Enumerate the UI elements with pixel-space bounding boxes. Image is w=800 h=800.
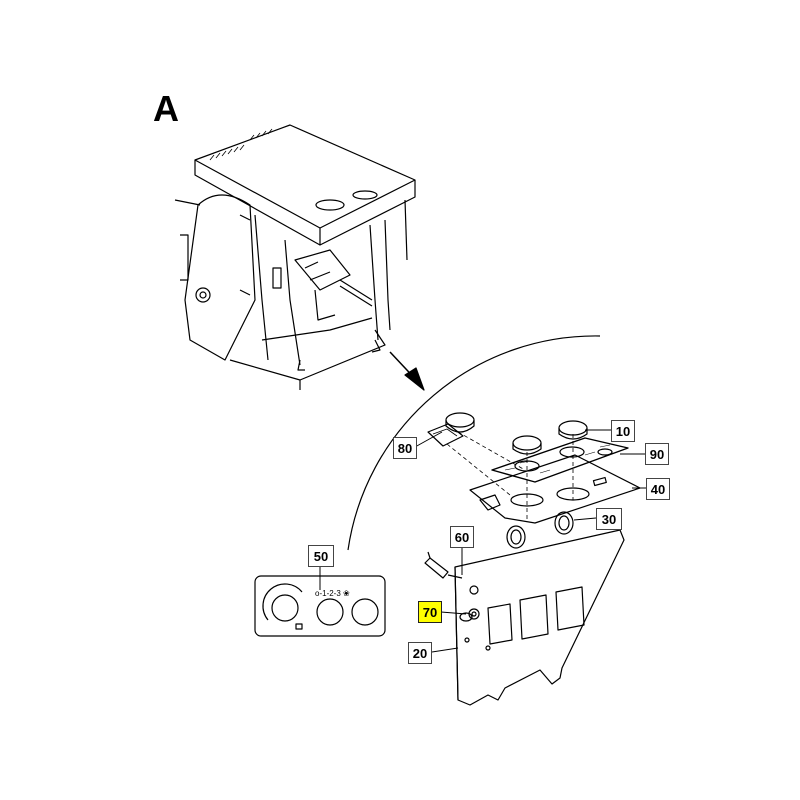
callout-50[interactable]: 50	[308, 545, 334, 567]
callout-80[interactable]: 80	[393, 437, 417, 459]
callout-70[interactable]: 70	[418, 601, 442, 623]
view-arrow	[389, 351, 425, 391]
callout-40[interactable]: 40	[646, 478, 670, 500]
svg-text:o-1-2-3 ❀: o-1-2-3 ❀	[315, 589, 350, 598]
view-label: A	[153, 88, 179, 129]
callout-20[interactable]: 20	[408, 642, 432, 664]
callout-60[interactable]: 60	[450, 526, 474, 548]
detail-circle	[347, 335, 601, 551]
leader-lines	[319, 429, 646, 653]
callout-90[interactable]: 90	[645, 443, 669, 465]
exploded-parts	[424, 412, 641, 706]
callout-10[interactable]: 10	[611, 420, 635, 442]
control-panel-detail: o-1-2-3 ❀	[254, 575, 386, 637]
cab-illustration	[174, 124, 416, 390]
callout-30[interactable]: 30	[596, 508, 622, 530]
